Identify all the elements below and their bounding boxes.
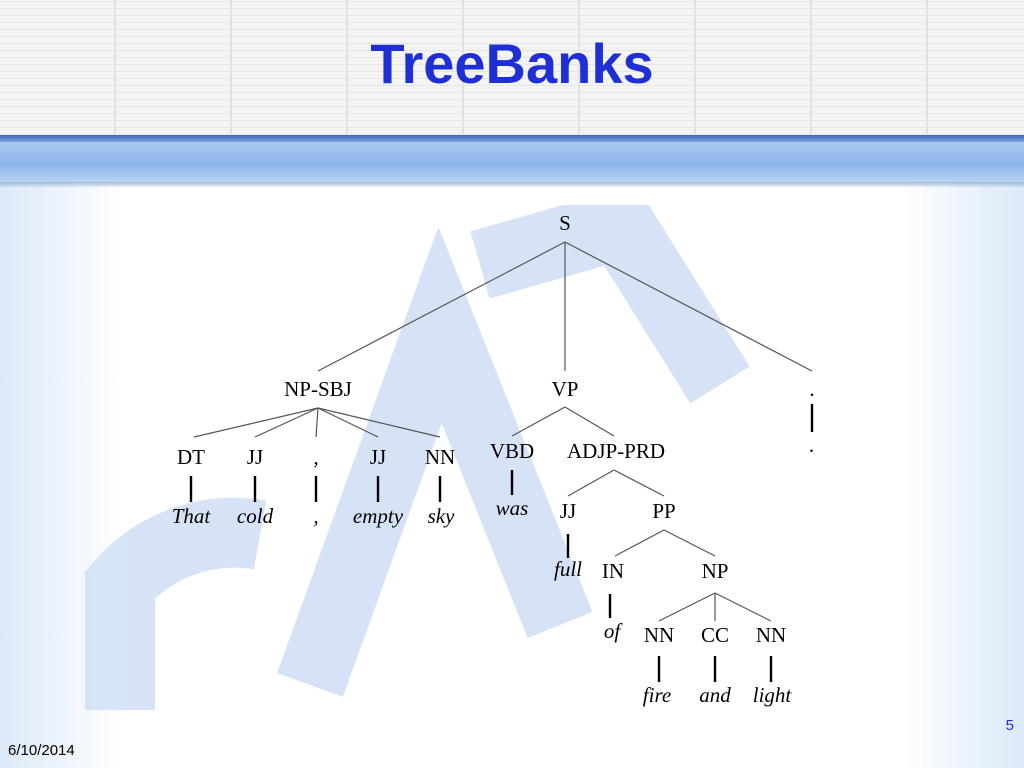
word-cold: cold [237, 504, 274, 528]
tree-leaf-lines [189, 404, 814, 682]
word-was: was [496, 496, 529, 520]
word-light: light [753, 683, 793, 707]
slide-title: TreeBanks [370, 32, 654, 95]
word-full: full [554, 557, 582, 581]
node-vbd: VBD [490, 439, 534, 463]
word-comma: , [313, 504, 318, 528]
tree-branches [193, 241, 813, 622]
node-comma-tag: , [313, 445, 318, 469]
word-empty: empty [353, 504, 404, 528]
node-np-sbj: NP-SBJ [284, 377, 352, 401]
node-np: NP [702, 559, 729, 583]
watermark-graphic [85, 205, 750, 710]
header-band [0, 142, 1024, 182]
node-jj-empty: JJ [370, 445, 386, 469]
word-of: of [604, 619, 624, 643]
header-band-top [0, 135, 1024, 142]
header-band-shadow [0, 182, 1024, 188]
node-nn-sky: NN [425, 445, 455, 469]
header-background [0, 0, 1024, 135]
word-and: and [699, 683, 731, 707]
word-period: . [809, 433, 814, 457]
word-sky: sky [428, 504, 455, 528]
node-period-tag: . [809, 377, 814, 401]
slide-date: 6/10/2014 [8, 742, 75, 759]
node-jj-full: JJ [560, 499, 576, 523]
node-jj-cold: JJ [247, 445, 263, 469]
node-in: IN [602, 559, 624, 583]
node-dt: DT [177, 445, 205, 469]
node-adjp-prd: ADJP-PRD [567, 439, 665, 463]
word-that: That [172, 504, 212, 528]
node-nn-fire: NN [644, 623, 674, 647]
word-fire: fire [643, 683, 671, 707]
node-s: S [559, 211, 571, 235]
node-cc: CC [701, 623, 729, 647]
node-pp: PP [652, 499, 675, 523]
page-number: 5 [1005, 717, 1014, 734]
node-vp: VP [552, 377, 579, 401]
node-nn-light: NN [756, 623, 786, 647]
